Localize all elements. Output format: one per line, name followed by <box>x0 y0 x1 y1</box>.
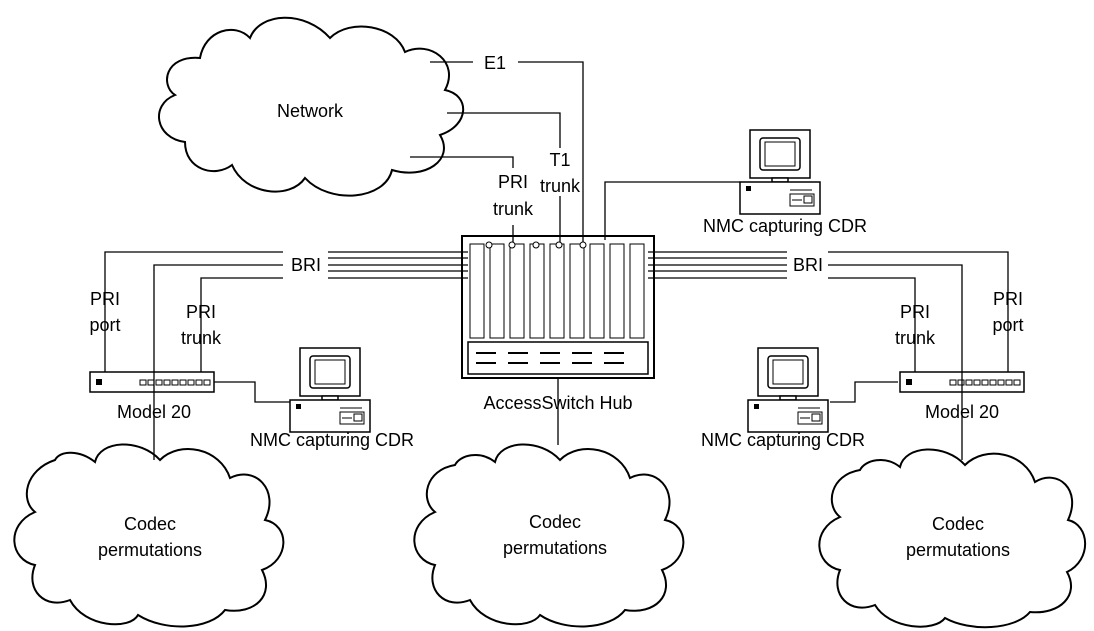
label-t1-line1: T1 <box>549 150 570 170</box>
label-nmc-right: NMC capturing CDR <box>701 430 865 450</box>
label-nmc-left: NMC capturing CDR <box>250 430 414 450</box>
label-pri-port-right-line1: PRI <box>993 289 1023 309</box>
connection-lines <box>104 61 1009 460</box>
label-t1-line2: trunk <box>540 176 581 196</box>
label-pri-port-left-line1: PRI <box>90 289 120 309</box>
label-e1: E1 <box>484 53 506 73</box>
label-model20-right: Model 20 <box>925 402 999 422</box>
label-codec-right-line1: Codec <box>932 514 984 534</box>
label-codec-center-line2: permutations <box>503 538 607 558</box>
network-cloud-icon <box>158 16 465 197</box>
label-pri-trunk-center-line2: trunk <box>493 199 534 219</box>
nmc-left-computer-icon <box>289 347 371 433</box>
label-pri-trunk-center-line1: PRI <box>498 172 528 192</box>
codec-cloud-left-icon <box>13 443 285 628</box>
label-pri-trunk-left-line2: trunk <box>181 328 222 348</box>
nmc-right-computer-icon <box>747 347 829 433</box>
label-model20-left: Model 20 <box>117 402 191 422</box>
label-bri-right: BRI <box>793 255 823 275</box>
label-codec-left-line2: permutations <box>98 540 202 560</box>
codec-cloud-right-icon <box>818 448 1087 629</box>
label-pri-trunk-right-line1: PRI <box>900 302 930 322</box>
label-bri-left: BRI <box>291 255 321 275</box>
label-codec-center-line1: Codec <box>529 512 581 532</box>
label-network: Network <box>277 101 344 121</box>
label-pri-trunk-right-line2: trunk <box>895 328 936 348</box>
codec-cloud-center-icon <box>413 443 685 628</box>
label-nmc-top: NMC capturing CDR <box>703 216 867 236</box>
nmc-top-computer-icon <box>739 129 821 215</box>
label-pri-port-right-line2: port <box>992 315 1023 335</box>
accessswitch-hub-icon <box>461 235 655 379</box>
model20-left-router-icon <box>89 371 215 393</box>
label-hub: AccessSwitch Hub <box>483 393 632 413</box>
label-pri-port-left-line2: port <box>89 315 120 335</box>
label-codec-right-line2: permutations <box>906 540 1010 560</box>
label-codec-left-line1: Codec <box>124 514 176 534</box>
label-pri-trunk-left-line1: PRI <box>186 302 216 322</box>
